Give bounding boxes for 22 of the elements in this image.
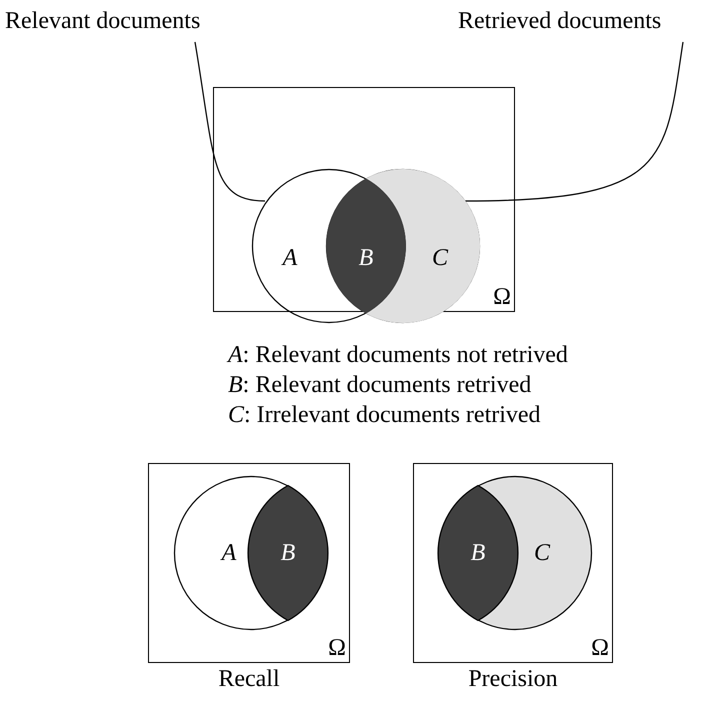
- omega-symbol: Ω: [328, 634, 346, 661]
- region-letter: B: [470, 540, 486, 566]
- region-letter: A: [282, 244, 298, 272]
- set-circle: [326, 169, 480, 323]
- legend-text: C: Irrelevant documents retrived: [228, 402, 541, 428]
- set-circle: [174, 476, 328, 630]
- box-label: Precision: [467, 666, 559, 692]
- leader-line: [194, 42, 266, 202]
- omega-symbol: Ω: [591, 634, 609, 661]
- omega-symbol: Ω: [493, 284, 511, 310]
- leader-line: [464, 42, 684, 202]
- region-letter: C: [432, 244, 448, 272]
- region-letter: C: [534, 540, 550, 566]
- legend-text: B: Relevant documents retrived: [228, 372, 532, 398]
- legend-text: A: Relevant documents not retrived: [228, 342, 568, 368]
- region-letter: B: [358, 244, 374, 272]
- region-letter: B: [280, 540, 296, 566]
- callout-text: Retrieved documents: [458, 8, 722, 42]
- set-circle: [438, 476, 592, 630]
- callout-text: Relevant documents: [5, 8, 267, 42]
- box-label: Recall: [217, 666, 281, 692]
- region-letter: A: [222, 540, 236, 566]
